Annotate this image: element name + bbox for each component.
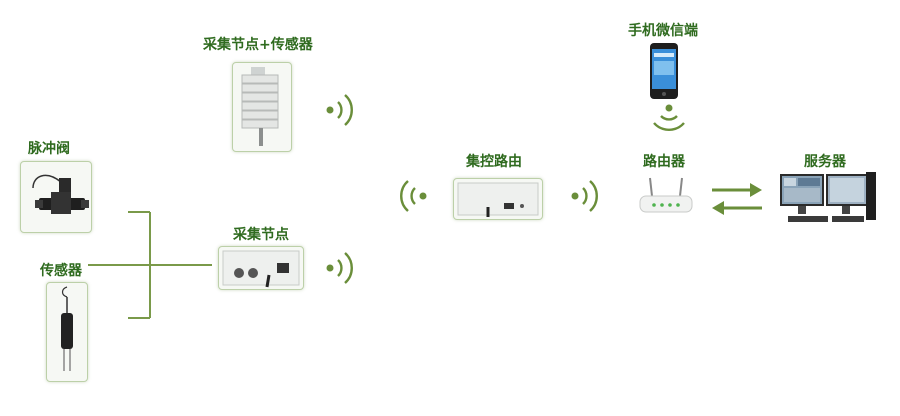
phone-device [642,43,686,105]
router-control-device [453,178,543,220]
label-valve: 脉冲阀 [28,141,70,157]
arrow-left-icon [712,201,762,215]
label-node: 采集节点 [233,227,289,243]
bracket-connector [88,211,212,319]
wifi-icon [326,252,353,284]
wireless-router-device [638,176,694,220]
sensor-probe-device [46,282,88,382]
wifi-icon [653,104,685,131]
wifi-icon [400,180,427,212]
label-server: 服务器 [804,154,846,170]
label-phone: 手机微信端 [628,23,698,39]
server-device [778,172,878,232]
label-sensor: 传感器 [40,263,82,279]
arrow-right-icon [712,183,762,197]
collection-node-device [218,246,304,290]
node-sensor-device [232,62,292,152]
wifi-icon [571,180,598,212]
pulse-valve-device [20,161,92,233]
label-node-sensor: 采集节点+传感器 [203,37,313,53]
label-router-control: 集控路由 [466,154,522,170]
wifi-icon [326,94,353,126]
label-router: 路由器 [643,154,685,170]
